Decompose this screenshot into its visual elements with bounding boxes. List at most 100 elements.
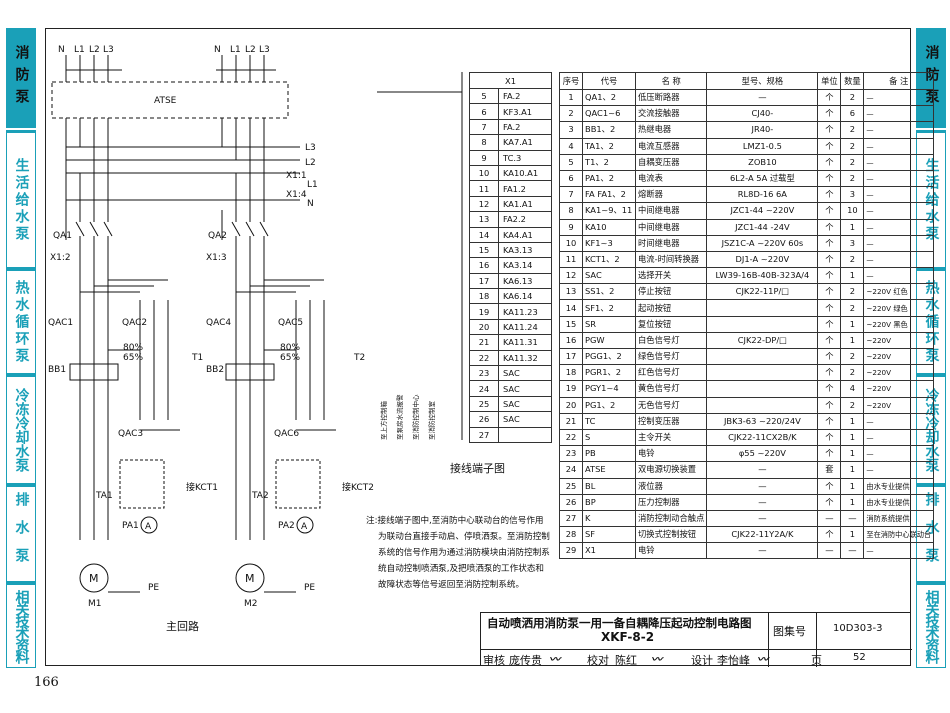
- note-line: 统自动控制喷洒泵,及把喷洒泵的工作状态和: [378, 564, 545, 574]
- table-cell: 1: [840, 477, 865, 495]
- table-cell: 电流表: [634, 169, 708, 188]
- table-cell: 无色信号灯: [634, 396, 708, 414]
- tab-fire-pump[interactable]: 消防泵: [6, 28, 36, 130]
- x1-2-label: X1:2: [50, 253, 71, 263]
- tab-hot-water-pump[interactable]: 热水循环泵: [6, 270, 36, 374]
- table-cell: 个: [817, 526, 842, 544]
- table-cell: 由水专业提供: [863, 493, 935, 511]
- qac4-label: QAC4: [206, 318, 231, 328]
- supply1-n: N: [58, 45, 65, 55]
- table-cell: CJK22-11Y2A/K: [706, 526, 819, 544]
- terminal-number: 20: [469, 318, 499, 336]
- table-cell: PB: [582, 445, 636, 463]
- table-cell: —: [706, 88, 819, 107]
- table-cell: 8: [559, 202, 583, 220]
- table-cell: LW39-16B-40B-323A/4: [706, 267, 819, 285]
- terminal-connection: SAC: [498, 365, 552, 382]
- terminal-number: 23: [469, 365, 499, 382]
- table-cell: 消防系统提供: [863, 509, 935, 528]
- table-cell: KA1~9、11: [582, 202, 636, 220]
- table-cell: TA1、2: [582, 137, 636, 155]
- table-cell: ~220V 黑色: [863, 315, 935, 333]
- table-cell: 21: [559, 412, 583, 430]
- terminal-number: 12: [469, 195, 499, 213]
- table-cell: —: [706, 493, 819, 511]
- table-cell: 7: [559, 186, 583, 204]
- table-cell: 个: [817, 347, 842, 366]
- note-block: 注:接线端子图中,至消防中心联动台的信号作用 为联动台直接手动启、停喷洒泵。至消…: [366, 513, 550, 593]
- terminal-connection: KA10.A1: [498, 164, 552, 182]
- table-cell: 6L2-A 5A 过载型: [706, 169, 819, 188]
- tab-technical-docs[interactable]: 相关技术资料: [6, 584, 36, 668]
- table-cell: JR40-: [706, 121, 819, 139]
- table-cell: 19: [559, 380, 583, 398]
- table-cell: 个: [817, 493, 842, 511]
- design-label: 设计: [691, 654, 713, 667]
- tab-technical-docs-right[interactable]: 相关技术资料: [916, 584, 946, 668]
- terminal-connection: KA6.13: [498, 272, 552, 290]
- terminal-number: 22: [469, 349, 499, 367]
- table-cell: 压力控制器: [634, 493, 708, 511]
- table-cell: 14: [559, 299, 583, 317]
- motor2-symbol: M: [245, 572, 255, 585]
- terminal-number: 16: [469, 257, 499, 274]
- table-cell: 6: [840, 105, 865, 123]
- table-cell: CJK22-DP/□: [706, 331, 819, 350]
- table-cell: 个: [817, 412, 842, 430]
- table-cell: 消防控制动合触点: [634, 509, 708, 528]
- terminal-connection: SAC: [498, 411, 552, 428]
- table-cell: 个: [817, 445, 842, 463]
- table-cell: 由水专业提供: [863, 477, 935, 495]
- table-cell: 个: [817, 299, 842, 317]
- table-cell: 1: [840, 526, 865, 544]
- tab-chilled-water-pump[interactable]: 冷冻冷却水泵: [6, 376, 36, 484]
- table-cell: 3: [559, 121, 583, 139]
- terminal-caption: 接线端子图: [450, 461, 505, 475]
- tab-drainage-pump[interactable]: 排水泵: [6, 486, 36, 582]
- table-cell: —: [863, 121, 935, 139]
- table-cell: 1: [840, 267, 865, 285]
- table-cell: 1: [840, 315, 865, 333]
- note-line: 注:接线端子图中,至消防中心联动台的信号作用: [366, 516, 544, 526]
- table-cell: K: [582, 509, 636, 528]
- m1-label: M1: [88, 599, 102, 609]
- tab-domestic-water-pump[interactable]: 生活给水泵: [6, 132, 36, 268]
- note-line: 为联动台直接手动启、停喷洒泵。至消防控制: [378, 532, 550, 542]
- table-cell: T1、2: [582, 153, 636, 171]
- table-cell: 2: [840, 88, 865, 107]
- table-cell: —: [863, 186, 935, 204]
- table-cell: 1: [840, 428, 865, 447]
- table-cell: —: [863, 445, 935, 463]
- main-circuit-caption: 主回路: [166, 620, 199, 633]
- table-cell: QAC1~6: [582, 105, 636, 123]
- terminal-number: 5: [469, 87, 499, 105]
- table-cell: 28: [559, 526, 583, 544]
- table-cell: JSZ1C-A ~220V 60s: [706, 234, 819, 252]
- qac5-label: QAC5: [278, 318, 303, 328]
- table-cell: 2: [840, 347, 865, 366]
- table-cell: 个: [817, 153, 842, 171]
- table-cell: X1: [582, 542, 636, 560]
- terminal-vertical-3: 至消防控制中心: [411, 394, 420, 440]
- table-cell: 交流接触器: [634, 105, 708, 123]
- terminal-connection: TC.3: [498, 149, 552, 166]
- terminal-number: 10: [469, 164, 499, 182]
- qa1-label: QA1: [53, 231, 72, 241]
- table-cell: 个: [817, 202, 842, 220]
